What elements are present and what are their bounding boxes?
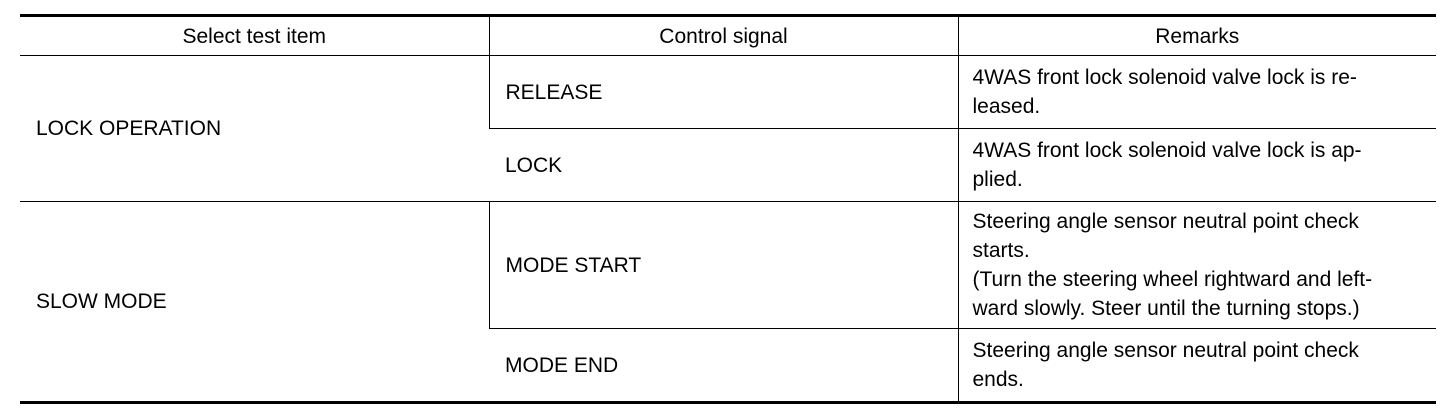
header-remarks: Remarks (957, 14, 1436, 56)
control-signal-release: RELEASE (488, 55, 958, 129)
remark-line: (Turn the steering wheel rightward and l… (972, 268, 1373, 291)
remark-line: 4WAS front lock solenoid valve lock is a… (972, 139, 1362, 162)
table-header-row: Select test item Control signal Remarks (20, 14, 1436, 56)
remark-line: leased. (972, 95, 1041, 118)
header-control-signal: Control signal (488, 14, 958, 56)
control-signal-lock: LOCK (489, 128, 958, 202)
table-row: LOCK OPERATION RELEASE 4WAS front lock s… (20, 55, 1436, 202)
control-signal-mode-end: MODE END (489, 328, 958, 404)
test-item-table: Select test item Control signal Remarks … (20, 14, 1436, 404)
remark-line: starts. (972, 239, 1030, 262)
remark-mode-end: Steering angle sensor neutral point chec… (957, 328, 1436, 404)
header-select-test-item: Select test item (20, 14, 489, 56)
remark-mode-start: Steering angle sensor neutral point chec… (957, 201, 1436, 329)
table-row: LOCK 4WAS front lock solenoid valve lock… (20, 128, 1436, 202)
remark-line: 4WAS front lock solenoid valve lock is r… (972, 66, 1357, 89)
table-row: MODE END Steering angle sensor neutral p… (20, 328, 1436, 404)
remark-line: Steering angle sensor neutral point chec… (972, 210, 1359, 233)
remark-line: Steering angle sensor neutral point chec… (972, 339, 1359, 362)
remark-line: ends. (972, 368, 1024, 391)
test-item-lock-operation: LOCK OPERATION (20, 55, 489, 202)
remark-line: ward slowly. Steer until the turning sto… (972, 297, 1360, 320)
control-signal-mode-start: MODE START (488, 201, 958, 329)
remark-line: plied. (972, 168, 1023, 191)
remark-release: 4WAS front lock solenoid valve lock is r… (957, 55, 1436, 129)
test-item-slow-mode: SLOW MODE (20, 201, 489, 404)
table-row: SLOW MODE MODE START Steering angle sens… (20, 201, 1436, 404)
remark-lock: 4WAS front lock solenoid valve lock is a… (957, 128, 1436, 202)
